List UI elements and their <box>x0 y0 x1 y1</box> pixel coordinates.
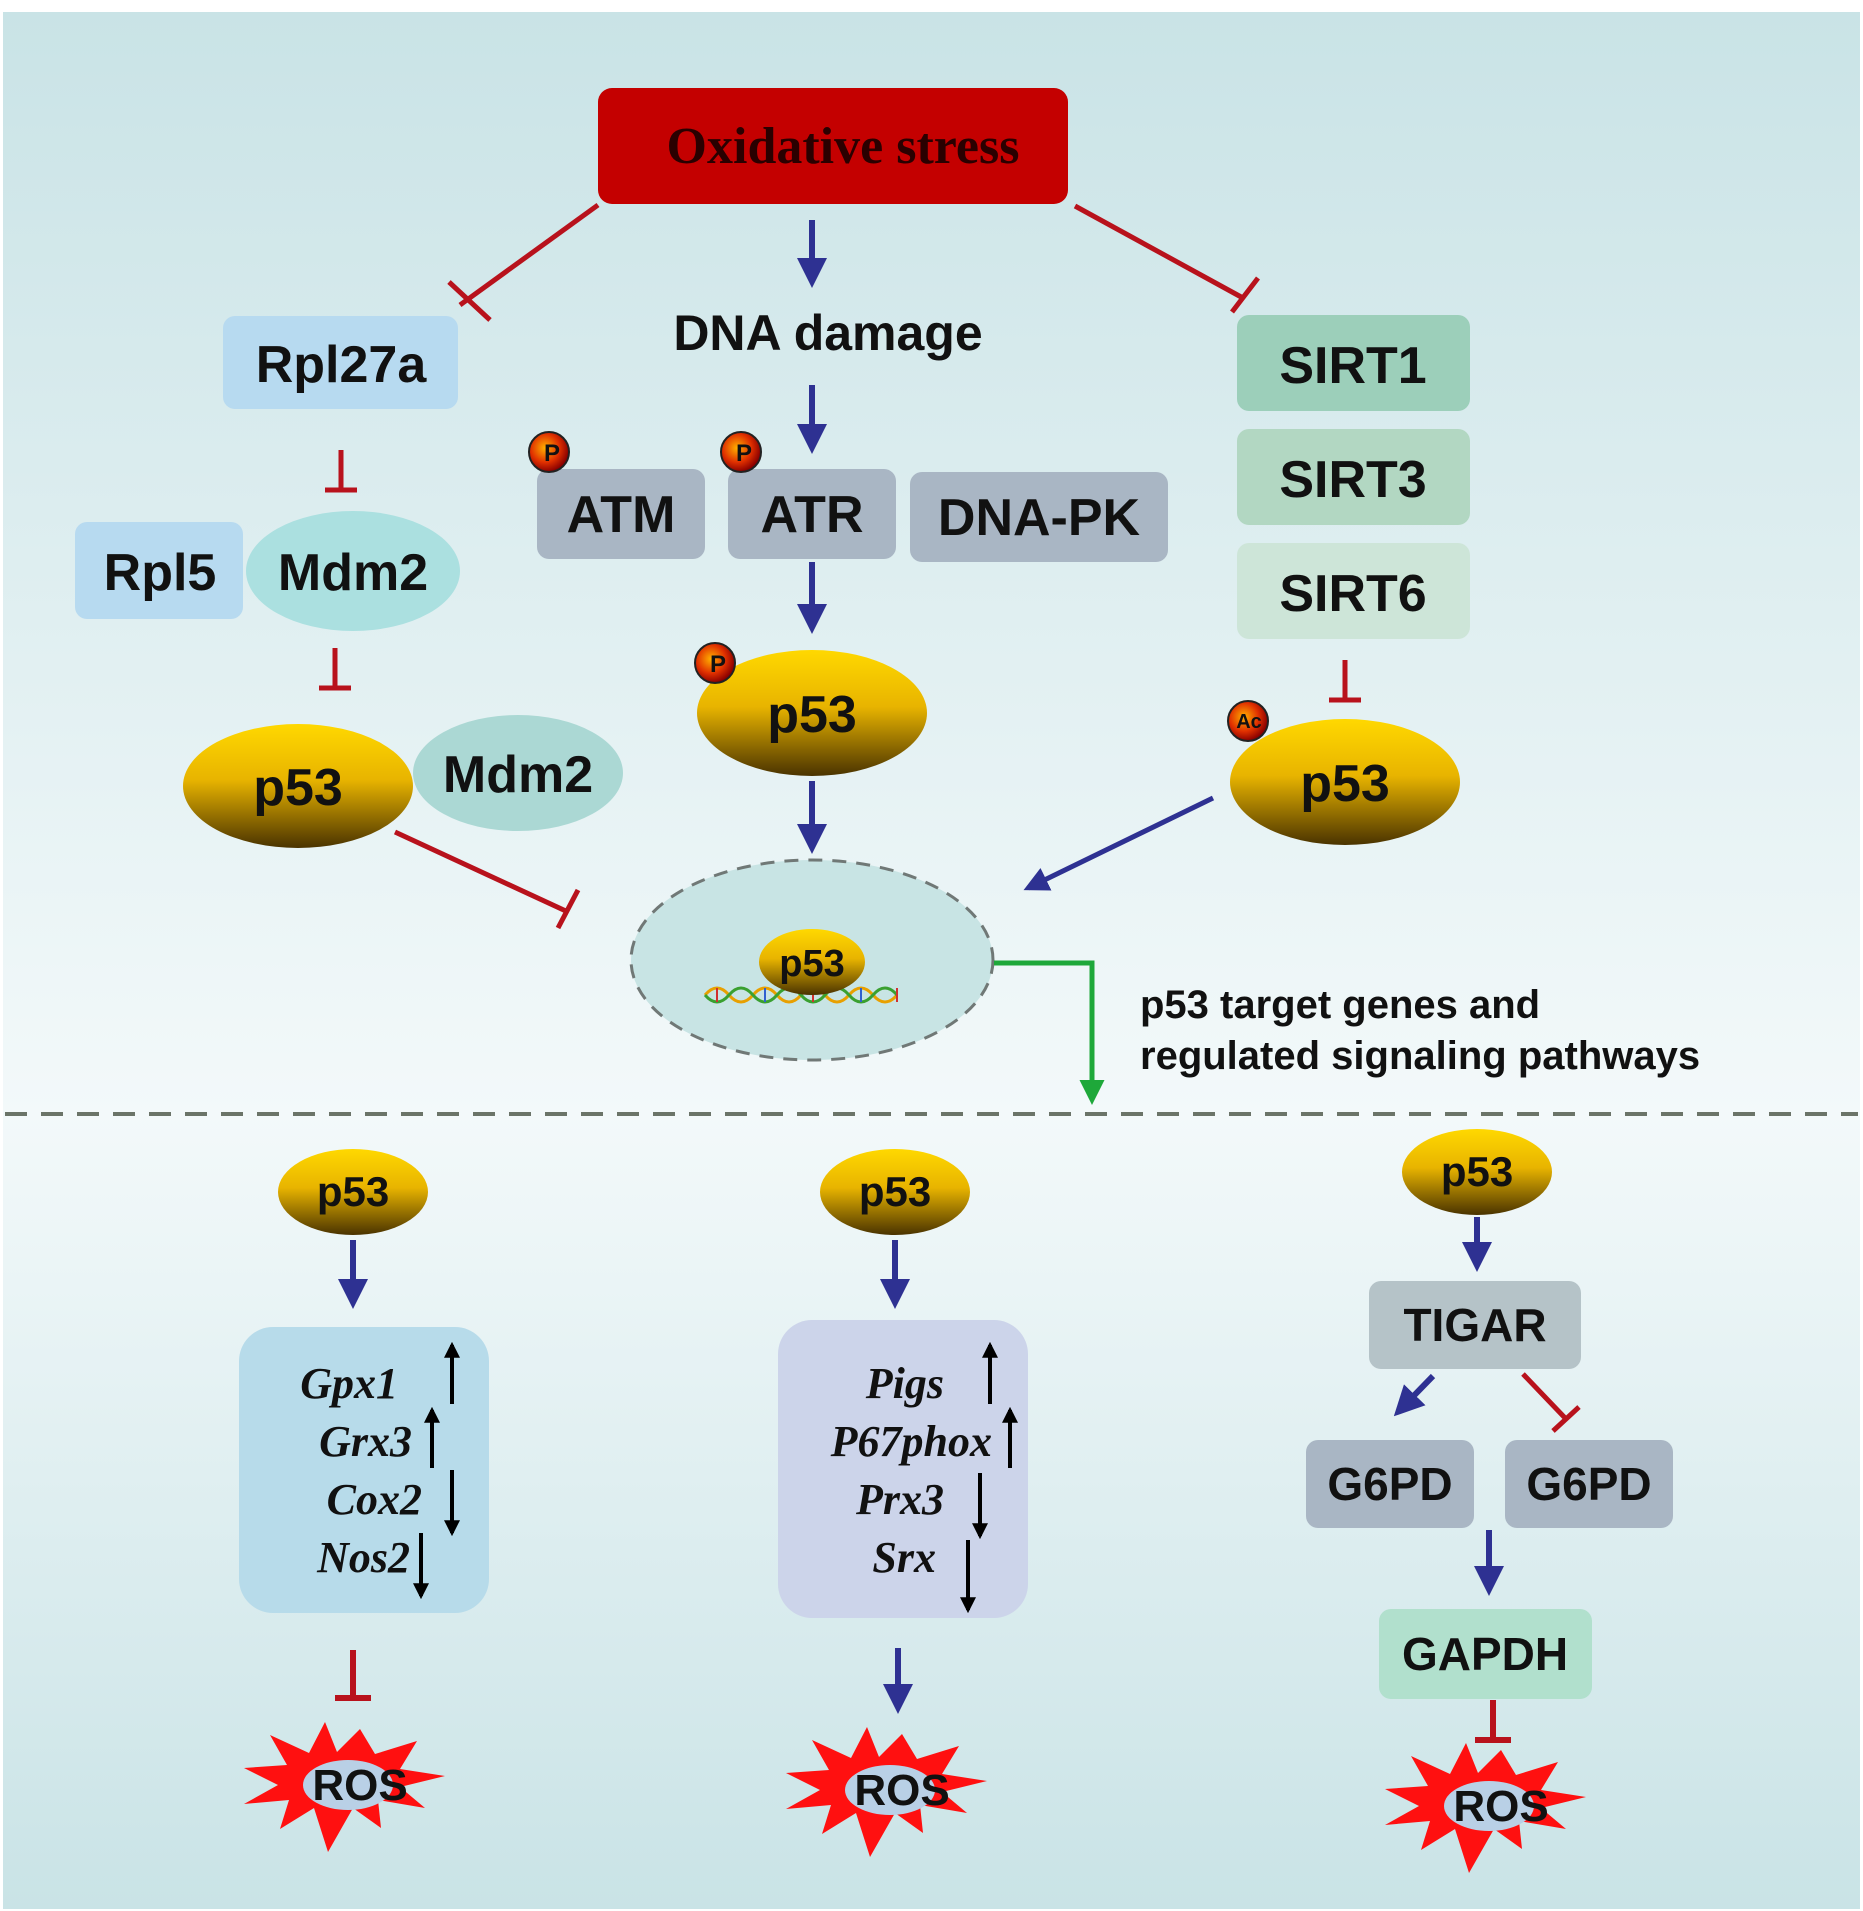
gene-box-middle: Pigs P67phox Prx3 Srx <box>778 1320 1028 1618</box>
nucleus: p53 <box>629 858 995 1062</box>
p53-label: p53 <box>767 686 857 744</box>
atm-node: ATM <box>537 469 705 559</box>
sirt1-label: SIRT1 <box>1279 337 1426 395</box>
mdm2-node-bound: Mdm2 <box>413 715 623 831</box>
inhibit-bar <box>447 280 492 322</box>
p53-node-left: p53 <box>183 724 413 848</box>
ros-burst-left: ROS <box>244 1722 445 1852</box>
rpl27a-label: Rpl27a <box>256 336 428 394</box>
sirt3-label: SIRT3 <box>1279 451 1426 509</box>
inhibit-oxstress-sirt <box>1073 203 1245 301</box>
gene-pigs: Pigs <box>865 1359 944 1408</box>
dnapk-label: DNA-PK <box>938 489 1141 547</box>
p53-label: p53 <box>1300 755 1390 813</box>
sirt1-node: SIRT1 <box>1237 315 1470 411</box>
dna-damage-label: DNA damage <box>673 305 982 361</box>
phospho-badge-p53: P <box>694 642 736 684</box>
rpl5-node: Rpl5 <box>75 522 243 619</box>
inhibit-p53mdm2-nucleus <box>393 829 570 915</box>
gene-box-left: Gpx1 Grx3 Cox2 Nos2 <box>239 1327 489 1613</box>
gene-prx3: Prx3 <box>855 1475 944 1524</box>
dnapk-node: DNA-PK <box>910 472 1168 562</box>
atr-label: ATR <box>760 486 863 544</box>
sirt6-node: SIRT6 <box>1237 543 1470 639</box>
p53-node-right: p53 <box>1230 719 1460 845</box>
inhibit-rpl27a-mdm2 <box>325 450 357 493</box>
inhibit-genes-ros-left <box>335 1650 371 1701</box>
oxidative-stress-label: Oxidative stress <box>667 118 1020 175</box>
phospho-label: P <box>544 440 560 467</box>
p53-label: p53 <box>779 943 844 985</box>
sirt3-node: SIRT3 <box>1237 429 1470 525</box>
rpl5-label: Rpl5 <box>104 544 217 602</box>
p53-node-middle: p53 <box>697 650 927 776</box>
arrow-tigar-g6pd <box>1393 1373 1436 1417</box>
g6pd-label: G6PD <box>1327 1458 1452 1510</box>
inhibit-gapdh-ros <box>1475 1700 1511 1743</box>
dna-helix <box>703 986 899 1004</box>
ros-label: ROS <box>1453 1782 1548 1831</box>
phospho-label: P <box>710 651 726 678</box>
sirt6-label: SIRT6 <box>1279 565 1426 623</box>
acetyl-label: Ac <box>1236 711 1262 733</box>
p53-node-bottom-right: p53 <box>1402 1129 1552 1215</box>
g6pd-label: G6PD <box>1526 1458 1651 1510</box>
ros-label: ROS <box>312 1761 407 1810</box>
oxidative-stress-node: Oxidative stress <box>598 88 1068 204</box>
gene-grx3: Grx3 <box>319 1417 412 1466</box>
rpl27a-node: Rpl27a <box>223 316 458 409</box>
mdm2-label: Mdm2 <box>278 544 428 602</box>
inhibit-bar <box>1230 276 1260 314</box>
p53-label: p53 <box>253 759 343 817</box>
inhibit-sirt-p53 <box>1329 660 1361 703</box>
inhibit-tigar-g6pd <box>1521 1372 1569 1422</box>
inhibit-bar <box>1551 1405 1581 1433</box>
mdm2-node-top: Mdm2 <box>246 511 460 631</box>
ros-burst-middle: ROS <box>786 1727 987 1857</box>
inhibit-bar <box>555 888 581 930</box>
ros-burst-right: ROS <box>1385 1743 1586 1873</box>
atr-node: ATR <box>728 469 896 559</box>
tigar-label: TIGAR <box>1403 1299 1546 1351</box>
gapdh-node: GAPDH <box>1379 1609 1592 1699</box>
gene-p67phox: P67phox <box>830 1417 992 1466</box>
arrow-transcription <box>994 960 1105 1105</box>
atm-label: ATM <box>567 486 676 544</box>
g6pd-node-b: G6PD <box>1505 1440 1673 1528</box>
gapdh-label: GAPDH <box>1402 1628 1568 1680</box>
inhibit-oxstress-rpl27a <box>458 202 600 308</box>
gene-nos2: Nos2 <box>316 1533 410 1582</box>
tigar-node: TIGAR <box>1369 1281 1581 1369</box>
inhibit-mdm2-p53 <box>319 648 351 691</box>
target-genes-label-line2: regulated signaling pathways <box>1140 1034 1700 1078</box>
arrow-acp53-nucleus <box>1023 795 1215 891</box>
phospho-badge-atr: P <box>720 431 762 473</box>
gene-cox2: Cox2 <box>327 1475 422 1524</box>
mdm2-label: Mdm2 <box>443 746 593 804</box>
gene-gpx1: Gpx1 <box>300 1359 398 1408</box>
ros-label: ROS <box>854 1766 949 1815</box>
phospho-badge-atm: P <box>528 431 570 473</box>
target-genes-label-line1: p53 target genes and <box>1140 983 1540 1027</box>
p53-node-bottom-left: p53 <box>278 1149 428 1235</box>
p53-node-bottom-middle: p53 <box>820 1149 970 1235</box>
p53-label: p53 <box>1441 1148 1513 1195</box>
acetyl-badge-p53: Ac <box>1227 700 1269 742</box>
p53-label: p53 <box>859 1168 931 1215</box>
p53-label: p53 <box>317 1168 389 1215</box>
phospho-label: P <box>736 440 752 467</box>
g6pd-node-a: G6PD <box>1306 1440 1474 1528</box>
gene-srx: Srx <box>872 1533 936 1582</box>
